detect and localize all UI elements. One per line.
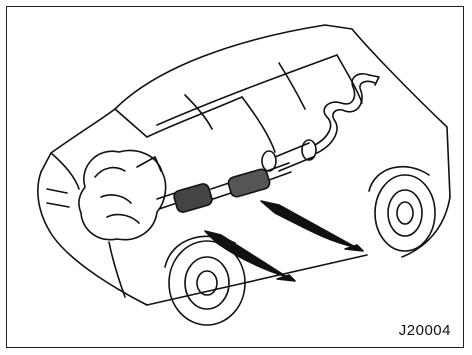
vehicle-exhaust-illustration (7, 7, 462, 347)
figure-frame: J20004 (6, 6, 464, 348)
rear-wheel (369, 167, 435, 251)
engine (79, 151, 166, 240)
arrow-left (205, 231, 295, 281)
arrow-right (261, 201, 363, 251)
exhaust-system (157, 74, 379, 214)
vehicle-body (38, 25, 450, 305)
figure-code: J20004 (399, 322, 451, 339)
